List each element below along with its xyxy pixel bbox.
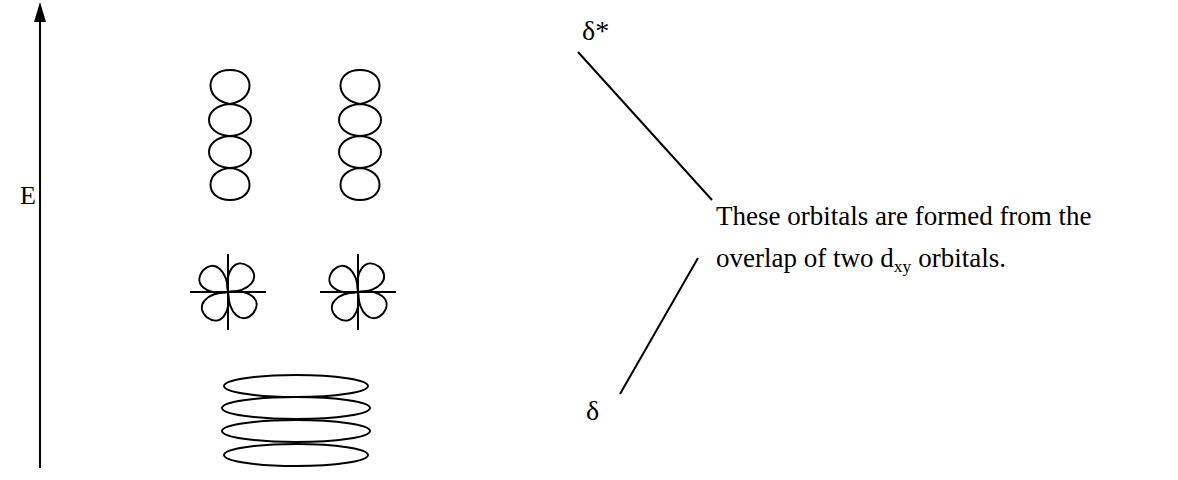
orbital-label: δ: [586, 396, 599, 427]
orbital-label: δ*: [582, 16, 609, 47]
dxy-orbital: [190, 254, 396, 330]
antibonding-orbital: [209, 70, 381, 200]
note-text: These orbitals are formed from the: [716, 202, 1092, 232]
note-text: overlap of two d: [716, 243, 894, 273]
note-line: overlap of two dxy orbitals.: [716, 244, 1006, 277]
subscript: xy: [894, 256, 912, 276]
energy-axis: [34, 2, 46, 468]
axis-label: E: [20, 182, 36, 211]
note-text: orbitals.: [918, 243, 1006, 273]
bonding-orbital: [222, 375, 370, 466]
leader-line: [578, 52, 712, 394]
